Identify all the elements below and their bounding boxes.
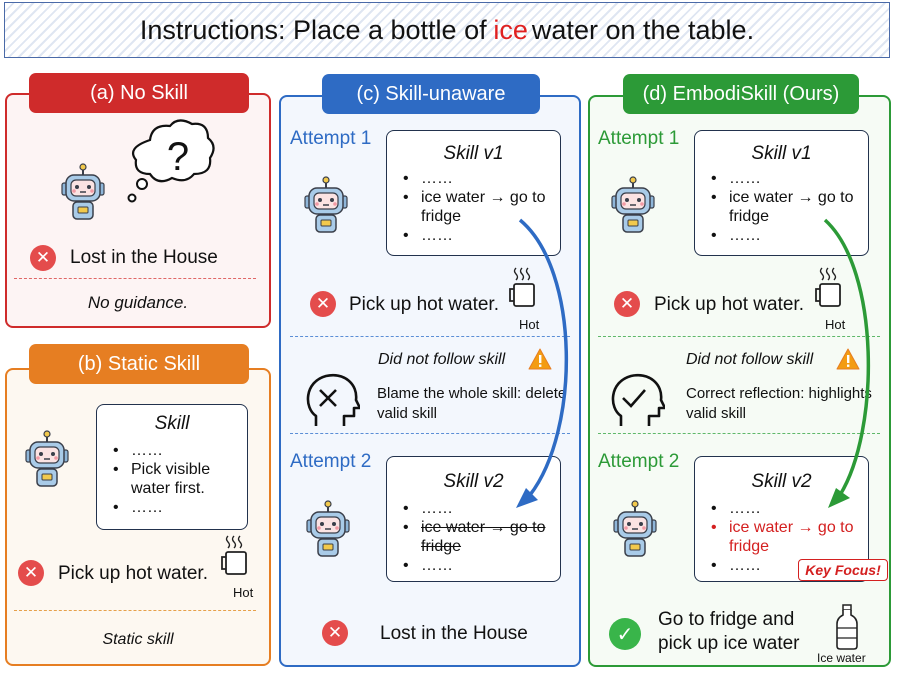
- panel-no-skill: [5, 93, 271, 328]
- panel-a-divider: [14, 278, 256, 279]
- x-circle-icon: ✕: [322, 620, 348, 646]
- skill-item: ……: [709, 556, 859, 575]
- skill-item: ice water → go to fridge: [709, 188, 859, 226]
- skill-item-highlighted: ice water → go to fridge: [709, 518, 859, 556]
- robot-icon: [611, 176, 655, 233]
- panel-a-title: (a) No Skill: [29, 73, 249, 113]
- panel-c-attempt-2: Attempt 2: [290, 451, 372, 472]
- x-circle-icon: ✕: [18, 560, 44, 586]
- panel-c-skill-v2-box: Skill v2 …… ice water → go to fridge ……: [386, 456, 561, 582]
- skill-item: ……: [111, 441, 241, 460]
- confused-head-icon: [306, 373, 360, 426]
- panel-c-skill-v2-list: …… ice water → go to fridge ……: [401, 499, 551, 575]
- water-bottle-icon: [836, 604, 858, 650]
- skill-item-deleted: ice water → go to fridge: [401, 518, 551, 556]
- panel-b-skill-title: Skill: [154, 413, 190, 434]
- panel-d-arrow: [823, 218, 871, 508]
- skill-item: ……: [709, 226, 859, 245]
- panel-b-cup-label: Hot: [233, 585, 254, 600]
- panel-d-skill-v2-list: …… ice water → go to fridge ……: [709, 499, 859, 575]
- panel-c-result-1: Pick up hot water.: [349, 294, 499, 315]
- panel-d-did-not-follow: Did not follow skill: [686, 351, 814, 368]
- panel-d-skill-v1-title: Skill v1: [751, 143, 812, 164]
- panel-d-attempt-1: Attempt 1: [598, 128, 680, 149]
- panel-d-bottle-label: Ice water: [817, 651, 866, 665]
- panel-c-reflection: Blame the whole skill: delete valid skil…: [377, 385, 567, 422]
- thinking-head-icon: [611, 373, 665, 426]
- robot-icon: [306, 500, 350, 557]
- panel-d-reflection: Correct reflection: highlights valid ski…: [686, 385, 872, 422]
- skill-item: ……: [111, 498, 241, 517]
- skill-item: ……: [401, 499, 551, 518]
- panel-c-arrow: [516, 218, 568, 508]
- panel-c-title: (c) Skill-unaware: [322, 74, 540, 114]
- panel-c-result-2: Lost in the House: [380, 623, 528, 644]
- panel-c-divider-2: [290, 433, 570, 434]
- panel-b-skill-list: …… Pick visible water first. ……: [111, 441, 241, 517]
- skill-item: ……: [401, 169, 551, 188]
- robot-icon: [61, 163, 105, 220]
- panel-c-cup-label: Hot: [519, 317, 540, 332]
- panel-d-result-2: Go to fridge and pick up ice water: [658, 609, 800, 654]
- thought-bubble-icon: ?: [127, 119, 215, 203]
- panel-d-divider-2: [598, 433, 880, 434]
- panel-a-footer: No guidance.: [87, 293, 189, 312]
- panel-a-result: Lost in the House: [70, 247, 218, 268]
- x-circle-icon: ✕: [614, 291, 640, 317]
- skill-item: Pick visible water first.: [111, 460, 241, 498]
- panel-b-skill-box: Skill …… Pick visible water first. ……: [96, 404, 248, 530]
- skill-item: ice water → go to fridge: [401, 188, 551, 226]
- panel-d-cup-label: Hot: [825, 317, 846, 332]
- panel-d-skill-v1-list: …… ice water → go to fridge ……: [709, 169, 859, 245]
- panel-d-attempt-2: Attempt 2: [598, 451, 680, 472]
- hot-cup-icon: [221, 535, 247, 575]
- panel-c-skill-v1-box: Skill v1 …… ice water → go to fridge ……: [386, 130, 561, 256]
- x-circle-icon: ✕: [30, 245, 56, 271]
- skill-item: ……: [401, 226, 551, 245]
- skill-item: ……: [709, 499, 859, 518]
- panel-c-divider-1: [290, 336, 570, 337]
- key-focus-badge: Key Focus!: [798, 559, 888, 581]
- robot-icon: [25, 430, 69, 487]
- panel-c-skill-v1-title: Skill v1: [443, 143, 504, 164]
- skill-item: ……: [709, 169, 859, 188]
- panel-c-skill-v2-title: Skill v2: [443, 471, 504, 492]
- skill-item: ……: [401, 556, 551, 575]
- panel-b-title: (b) Static Skill: [29, 344, 249, 384]
- panel-d-divider-1: [598, 336, 880, 337]
- instruction-highlight: ice: [493, 14, 528, 45]
- robot-icon: [613, 500, 657, 557]
- panel-c-attempt-1: Attempt 1: [290, 128, 372, 149]
- panel-b-result: Pick up hot water.: [58, 563, 208, 584]
- panel-b-divider: [14, 610, 256, 611]
- instruction-prefix: Instructions: Place a bottle of: [139, 14, 487, 45]
- robot-icon: [304, 176, 348, 233]
- panel-c-did-not-follow: Did not follow skill: [378, 351, 506, 368]
- check-circle-icon: ✓: [609, 618, 641, 650]
- panel-d-title: (d) EmbodiSkill (Ours): [623, 74, 859, 114]
- panel-d-result-1: Pick up hot water.: [654, 294, 804, 315]
- panel-c-skill-v1-list: …… ice water → go to fridge ……: [401, 169, 551, 245]
- instruction-banner: Instructions: Place a bottle of ice wate…: [4, 2, 890, 58]
- x-circle-icon: ✕: [310, 291, 336, 317]
- thought-question-mark: ?: [167, 135, 189, 179]
- instruction-suffix: water on the table.: [531, 14, 755, 45]
- panel-d-skill-v2-title: Skill v2: [751, 471, 812, 492]
- panel-b-footer: Static skill: [102, 631, 174, 648]
